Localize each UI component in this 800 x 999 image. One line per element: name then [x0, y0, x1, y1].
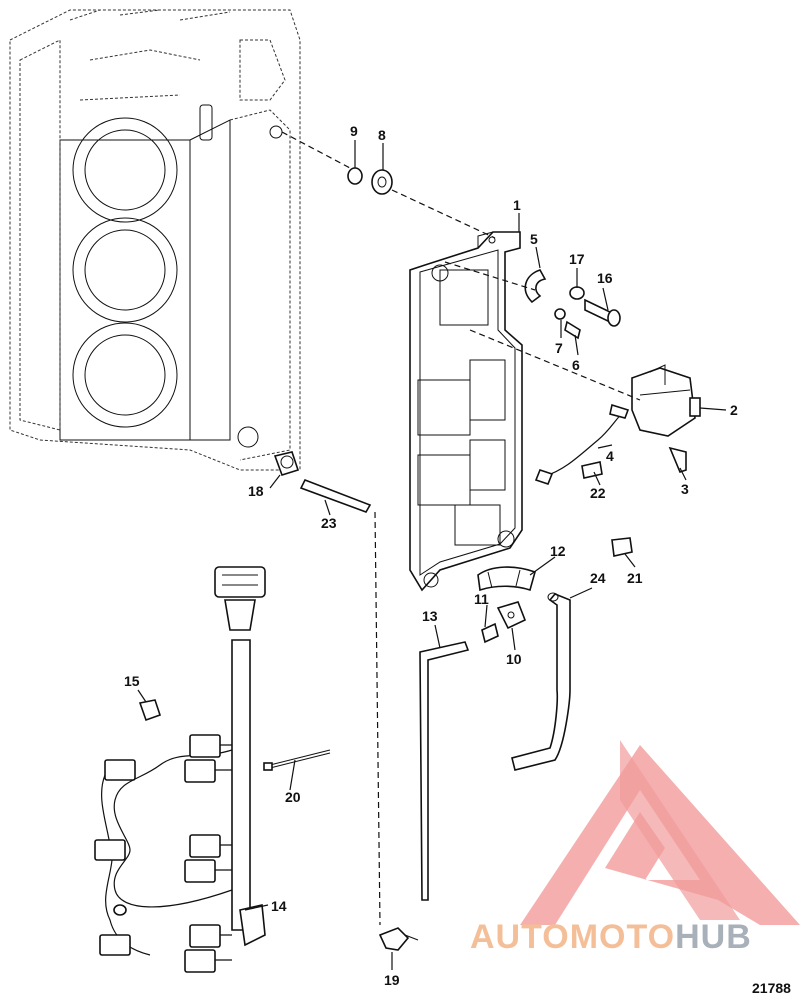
- callout-12: 12: [550, 543, 566, 559]
- ignition-coil: [631, 364, 701, 473]
- watermark-auto: AUTO: [470, 918, 570, 956]
- fitting-and-pin: [273, 451, 372, 513]
- callout-19: 19: [384, 972, 400, 988]
- callout-18: 18: [248, 483, 264, 499]
- watermark-hub: HUB: [675, 918, 752, 956]
- cable-tie: [263, 749, 331, 771]
- bracket-and-sensor: [477, 566, 536, 644]
- callout-16: 16: [597, 270, 613, 286]
- connector: [138, 699, 162, 722]
- coil-wire: [534, 403, 630, 485]
- callout-17: 17: [569, 251, 585, 267]
- grommet: [347, 167, 393, 195]
- callout-2: 2: [730, 402, 738, 418]
- watermark: AUTOMOTOHUB: [470, 740, 800, 956]
- wiring-harness: [94, 566, 266, 973]
- callout-20: 20: [285, 789, 301, 805]
- svg-text:AUTOMOTOHUB: AUTOMOTOHUB: [470, 918, 752, 956]
- figure-number: 21788: [752, 980, 791, 996]
- callout-7: 7: [555, 340, 563, 356]
- callout-14: 14: [271, 898, 287, 914]
- assembly-lines: [281, 131, 641, 926]
- callout-9: 9: [350, 123, 358, 139]
- callout-3: 3: [681, 481, 689, 497]
- mounting-plate: [409, 231, 523, 592]
- leader-lines: [137, 140, 727, 970]
- callout-22: 22: [590, 485, 606, 501]
- callouts: 1 2 3 4 5 6 7 8 9 10 11 12 13 14 15 16 1…: [124, 123, 738, 988]
- engine-block: [9, 9, 301, 471]
- hardware-clamp: [524, 269, 621, 340]
- callout-23: 23: [321, 515, 337, 531]
- callout-15: 15: [124, 673, 140, 689]
- clip: [611, 537, 633, 557]
- callout-10: 10: [506, 651, 522, 667]
- watermark-moto: MOTO: [570, 918, 675, 956]
- tube: [378, 641, 470, 951]
- callout-24: 24: [590, 570, 606, 586]
- callout-5: 5: [530, 231, 538, 247]
- hose: [511, 592, 571, 771]
- callout-13: 13: [422, 608, 438, 624]
- callout-6: 6: [572, 357, 580, 373]
- callout-4: 4: [606, 448, 614, 464]
- callout-8: 8: [378, 127, 386, 143]
- callout-21: 21: [627, 570, 643, 586]
- callout-11: 11: [474, 591, 489, 607]
- watermark-logo: [520, 745, 800, 925]
- callout-1: 1: [513, 197, 521, 213]
